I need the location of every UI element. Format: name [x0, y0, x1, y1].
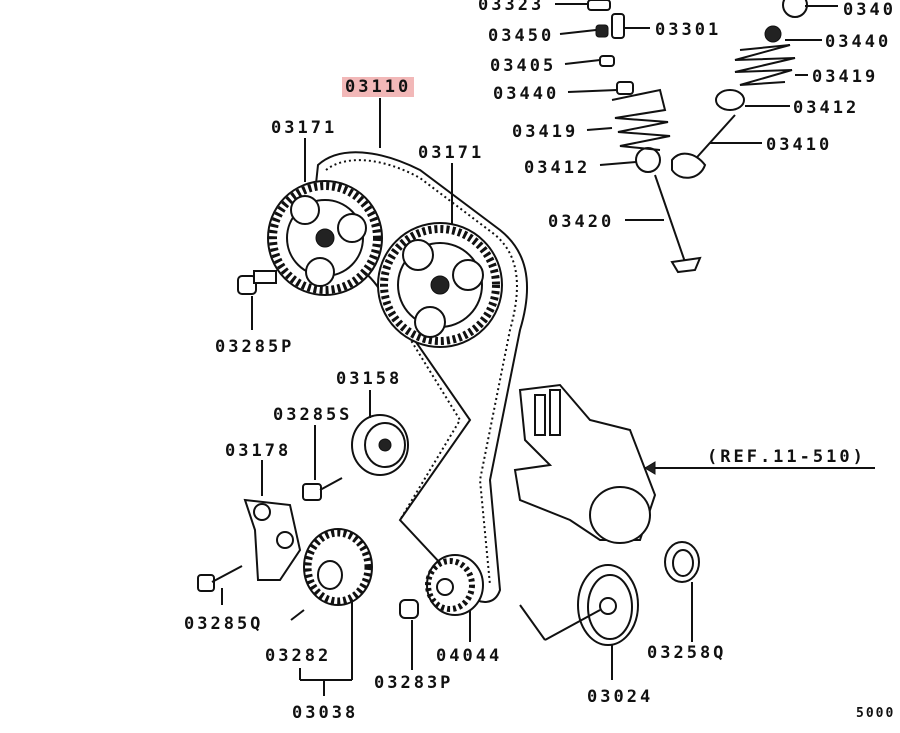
label-03412-left[interactable]: 03412: [524, 158, 591, 178]
label-03258q[interactable]: 03258Q: [647, 643, 727, 663]
tensioner-03178[interactable]: [243, 460, 302, 581]
label-03419-right[interactable]: 03419: [812, 67, 879, 87]
label-03158[interactable]: 03158: [336, 369, 403, 389]
label-ref-11-510[interactable]: (REF.11-510): [707, 447, 866, 467]
valve-assembly-exhaust[interactable]: [671, 0, 808, 179]
label-03285q[interactable]: 03285Q: [184, 614, 264, 634]
label-03405[interactable]: 03405: [490, 56, 557, 76]
label-03440-right[interactable]: 03440: [825, 32, 892, 52]
label-03038[interactable]: 03038: [292, 703, 359, 723]
crank-pulley-03024[interactable]: [519, 564, 639, 680]
bolt-03285q[interactable]: [197, 565, 243, 605]
label-03178[interactable]: 03178: [225, 441, 292, 461]
label-0340-top[interactable]: 0340: [843, 0, 896, 20]
label-04044[interactable]: 04044: [436, 646, 503, 666]
label-03450[interactable]: 03450: [488, 26, 555, 46]
crankshaft-sprocket-03038[interactable]: [299, 528, 373, 696]
oil-pump-housing[interactable]: [513, 383, 875, 544]
label-03283p[interactable]: 03283P: [374, 673, 454, 693]
oil-seal-03258q[interactable]: [664, 541, 700, 642]
spacer-03283p[interactable]: [399, 599, 419, 670]
camshaft-sprocket-right[interactable]: [377, 222, 503, 348]
label-03419-left[interactable]: 03419: [512, 122, 579, 142]
label-03412-right[interactable]: 03412: [793, 98, 860, 118]
bolt-03285s[interactable]: [302, 425, 343, 501]
bolt-03285p[interactable]: [237, 270, 277, 330]
label-03285p[interactable]: 03285P: [215, 337, 295, 357]
idler-pulley-03158[interactable]: [351, 390, 409, 476]
valve-assembly-intake[interactable]: [587, 0, 702, 274]
camshaft-sprocket-left[interactable]: [267, 180, 383, 296]
label-03171-right[interactable]: 03171: [418, 143, 485, 163]
label-03171-left[interactable]: 03171: [271, 118, 338, 138]
figure-id: 5000: [856, 706, 896, 721]
label-03410[interactable]: 03410: [766, 135, 833, 155]
idler-pulley-04044[interactable]: [425, 554, 484, 642]
label-03285s[interactable]: 03285S: [273, 405, 353, 425]
label-03301[interactable]: 03301: [655, 20, 722, 40]
key-03282[interactable]: [290, 609, 305, 621]
label-03282[interactable]: 03282: [265, 646, 332, 666]
label-03110[interactable]: 03110: [342, 77, 415, 97]
label-03024[interactable]: 03024: [587, 687, 654, 707]
label-03420[interactable]: 03420: [548, 212, 615, 232]
label-03323[interactable]: 03323: [478, 0, 545, 15]
label-03440-left[interactable]: 03440: [493, 84, 560, 104]
